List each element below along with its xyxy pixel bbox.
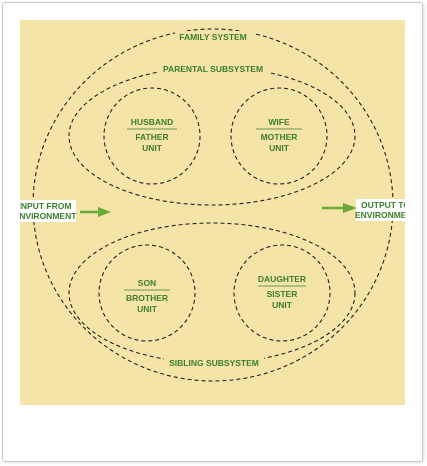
son-unit-label: UNIT bbox=[137, 304, 158, 314]
son-label: SON bbox=[138, 278, 156, 288]
husband-label: HUSBAND bbox=[131, 117, 174, 127]
output-label-line1: OUTPUT TO bbox=[361, 200, 410, 210]
husband-unit-label: UNIT bbox=[142, 143, 163, 153]
sibling-label-bg bbox=[164, 357, 264, 368]
family-label-bg bbox=[175, 31, 253, 42]
parental-subsystem-label: PARENTAL SUBSYSTEM bbox=[163, 64, 263, 74]
mother-label: MOTHER bbox=[261, 132, 298, 142]
sister-label: SISTER bbox=[267, 289, 298, 299]
son-unit-boundary bbox=[98, 244, 196, 342]
father-label: FATHER bbox=[135, 132, 168, 142]
output-label-line2: ENVIRONMENT bbox=[355, 210, 419, 220]
brother-label: BROTHER bbox=[126, 293, 168, 303]
husband-unit-boundary bbox=[103, 87, 201, 185]
daughter-unit-boundary bbox=[233, 244, 331, 342]
sibling-subsystem-boundary bbox=[68, 222, 356, 364]
sibling-subsystem-label: SIBLING SUBSYSTEM bbox=[169, 358, 259, 368]
daughter-unit-label: UNIT bbox=[272, 300, 293, 310]
input-label-line1: INPUT FROM bbox=[19, 201, 72, 211]
output-label-bg bbox=[356, 199, 405, 221]
input-label-bg bbox=[20, 200, 76, 222]
wife-unit-boundary bbox=[230, 87, 328, 185]
input-arrow bbox=[80, 207, 111, 217]
wife-label: WIFE bbox=[268, 117, 290, 127]
wife-unit-label: UNIT bbox=[269, 143, 290, 153]
daughter-label: DAUGHTER bbox=[258, 274, 306, 284]
output-arrow bbox=[322, 203, 357, 213]
input-label-line2: ENVIRONMENT bbox=[14, 211, 78, 221]
family-system-label: FAMILY SYSTEM bbox=[179, 32, 247, 42]
parental-subsystem-boundary bbox=[68, 66, 356, 206]
parental-label-bg bbox=[159, 63, 269, 74]
